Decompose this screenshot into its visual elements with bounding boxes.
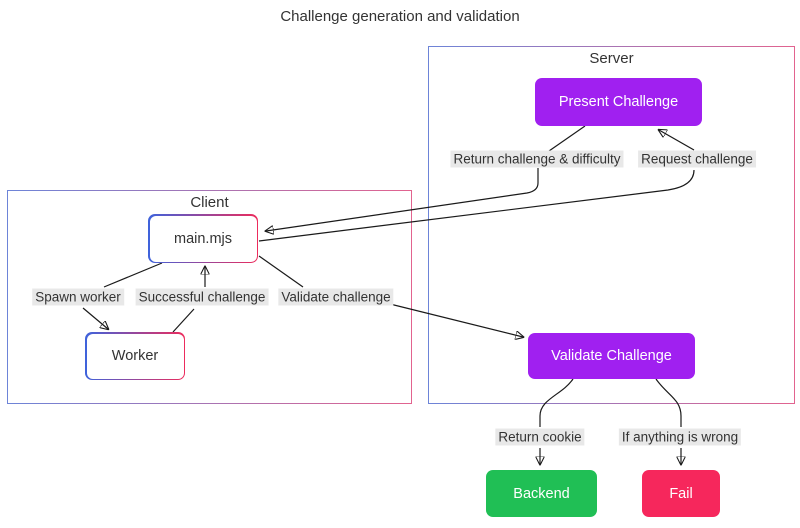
edge-label-spawn-worker: Spawn worker bbox=[32, 288, 124, 306]
edge-present-to-returnlabel bbox=[548, 125, 586, 152]
edge-returnlabel-to-main bbox=[266, 168, 539, 231]
edge-requestlabel-to-present bbox=[659, 130, 695, 151]
edge-validatelabel-to-validate bbox=[389, 303, 523, 337]
edge-main-to-validatelabel bbox=[258, 255, 304, 288]
edge-main-to-requestlabel bbox=[258, 169, 695, 242]
node-worker: Worker bbox=[85, 332, 185, 380]
server-container-label: Server bbox=[589, 50, 634, 67]
node-fail: Fail bbox=[642, 470, 720, 517]
node-backend: Backend bbox=[486, 470, 597, 517]
node-validate-challenge: Validate Challenge bbox=[528, 333, 695, 379]
edge-label-return-cookie: Return cookie bbox=[495, 428, 585, 446]
edge-label-return-challenge: Return challenge & difficulty bbox=[450, 150, 624, 168]
diagram-title: Challenge generation and validation bbox=[280, 8, 520, 25]
edge-label-successful-challenge: Successful challenge bbox=[135, 288, 269, 306]
client-container-label: Client bbox=[190, 194, 229, 211]
edge-label-request-challenge: Request challenge bbox=[638, 150, 756, 168]
edge-validate-to-cookielabel bbox=[539, 378, 574, 427]
edge-validate-to-wronglabel bbox=[655, 378, 682, 427]
node-main-mjs-label: main.mjs bbox=[149, 215, 257, 262]
node-worker-label: Worker bbox=[86, 333, 184, 379]
edge-spawnlabel-to-worker bbox=[82, 307, 108, 329]
node-present-challenge: Present Challenge bbox=[535, 78, 702, 126]
edge-main-to-spawnlabel bbox=[103, 262, 163, 288]
edge-label-if-anything-is-wrong: If anything is wrong bbox=[618, 428, 742, 446]
node-main-mjs: main.mjs bbox=[148, 214, 258, 263]
edge-label-validate-challenge: Validate challenge bbox=[278, 288, 394, 306]
edge-worker-to-successlabel bbox=[172, 308, 195, 333]
